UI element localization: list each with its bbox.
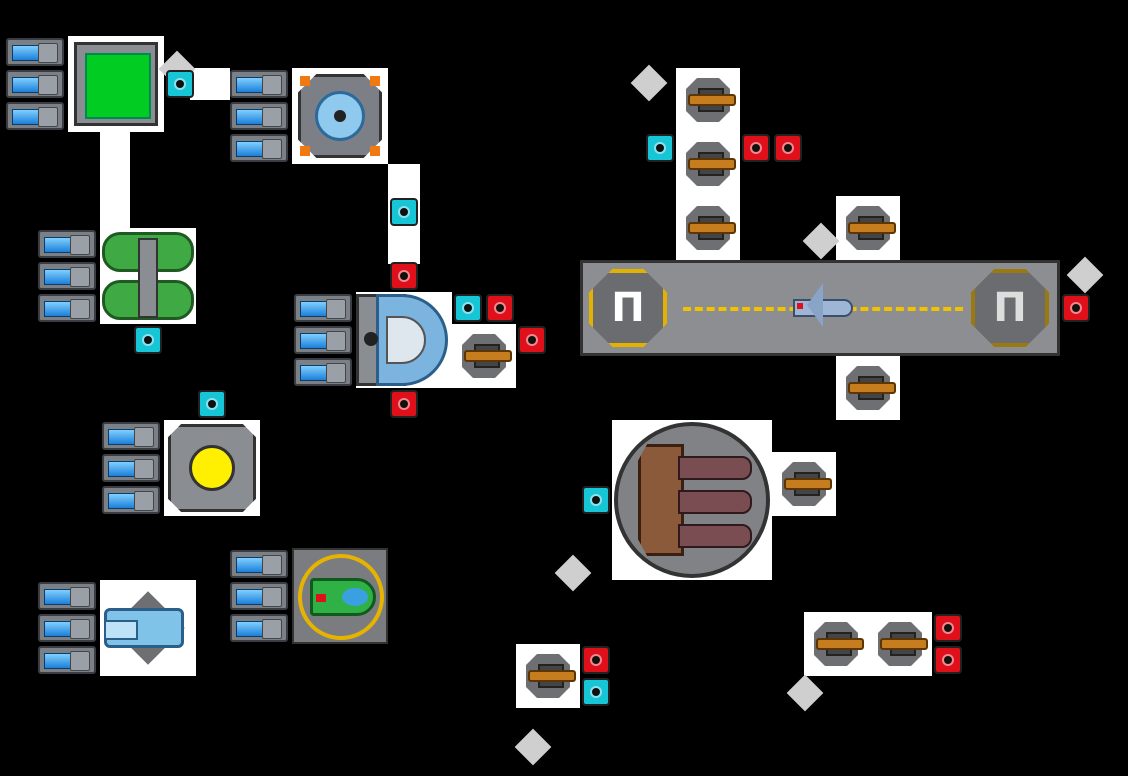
blue-engine-icon <box>100 580 196 676</box>
hangar-runway[interactable]: Π Π <box>580 260 1060 356</box>
green-fuel-tanks[interactable] <box>100 228 196 324</box>
red-node-icon[interactable] <box>742 134 770 162</box>
cyan-node-icon[interactable] <box>198 390 226 418</box>
connector <box>100 128 130 228</box>
red-node-icon[interactable] <box>934 646 962 674</box>
green-tank-icon <box>100 228 196 324</box>
green-drone-icon <box>298 554 384 640</box>
turret[interactable] <box>680 200 736 256</box>
blue-shield-generator-icon <box>298 74 382 158</box>
red-node-icon[interactable] <box>486 294 514 322</box>
turret[interactable] <box>840 360 896 416</box>
battery-pack <box>100 420 164 516</box>
turret[interactable] <box>680 72 736 128</box>
landing-pad: Π <box>971 269 1049 347</box>
turret[interactable] <box>840 200 896 256</box>
cyan-node-icon[interactable] <box>582 486 610 514</box>
red-node-icon[interactable] <box>518 326 546 354</box>
turret[interactable] <box>456 328 512 384</box>
fighter-ship-icon[interactable] <box>793 283 853 327</box>
red-node-icon[interactable] <box>1062 294 1090 322</box>
turret[interactable] <box>680 136 736 192</box>
battery-pack <box>36 228 100 324</box>
turret[interactable] <box>872 616 928 672</box>
connector-diamond <box>630 64 668 102</box>
green-core[interactable] <box>68 36 164 132</box>
cyan-node-icon[interactable] <box>134 326 162 354</box>
cyan-node-icon[interactable] <box>166 70 194 98</box>
blue-dome-cockpit-icon <box>356 294 450 386</box>
connector <box>190 68 230 100</box>
turret[interactable] <box>776 456 832 512</box>
pad-label: Π <box>611 285 645 331</box>
cockpit[interactable] <box>356 292 452 388</box>
red-node-icon[interactable] <box>582 646 610 674</box>
battery-pack <box>292 292 356 388</box>
turret[interactable] <box>520 648 576 704</box>
red-node-icon[interactable] <box>934 614 962 642</box>
yellow-reactor[interactable] <box>164 420 260 516</box>
cyan-node-icon[interactable] <box>582 678 610 706</box>
missile-silo-icon <box>638 444 752 556</box>
battery-pack <box>228 68 292 164</box>
cyan-node-icon[interactable] <box>646 134 674 162</box>
cyan-node-icon[interactable] <box>390 198 418 226</box>
green-drone-bay[interactable] <box>292 548 388 644</box>
battery-pack <box>228 548 292 644</box>
connector-diamond <box>1066 256 1104 294</box>
battery-pack <box>4 36 68 132</box>
red-node-icon[interactable] <box>774 134 802 162</box>
shield-generator[interactable] <box>292 68 388 164</box>
red-node-icon[interactable] <box>390 262 418 290</box>
connector-diamond <box>514 728 552 766</box>
cyan-node-icon[interactable] <box>454 294 482 322</box>
blue-engine[interactable] <box>100 580 196 676</box>
battery-pack <box>36 580 100 676</box>
connector-diamond <box>786 674 824 712</box>
landing-pad: Π <box>589 269 667 347</box>
pad-label: Π <box>993 285 1027 331</box>
turret[interactable] <box>808 616 864 672</box>
connector-diamond <box>802 222 840 260</box>
connector-diamond <box>554 554 592 592</box>
missile-silo[interactable] <box>614 422 770 578</box>
red-node-icon[interactable] <box>390 390 418 418</box>
green-square-core-icon <box>74 42 158 126</box>
yellow-reactor-icon <box>168 424 256 512</box>
